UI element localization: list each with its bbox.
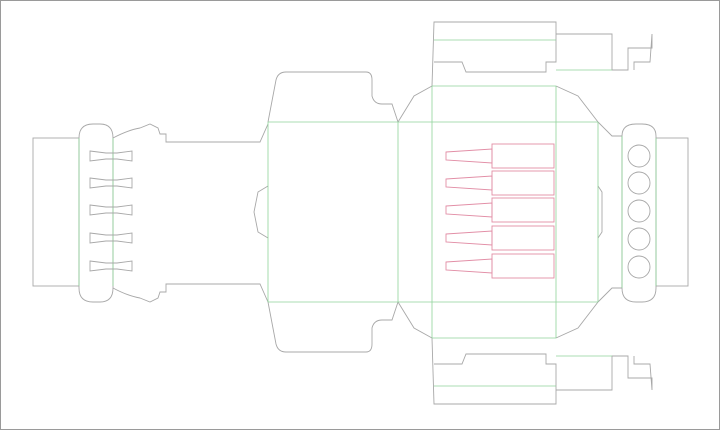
left-panel-bottom-flap xyxy=(267,301,399,353)
insert-hourglass-hole xyxy=(89,260,133,272)
cut-lines xyxy=(32,21,689,405)
round-hole xyxy=(627,255,651,279)
right-hole-panel xyxy=(621,123,657,303)
center-bottom-dust-flap xyxy=(397,301,557,405)
center-bottom-flap-right xyxy=(555,301,599,339)
center-top-dust-flap xyxy=(397,21,557,123)
insert-hourglass-hole xyxy=(89,150,133,162)
round-hole xyxy=(627,144,651,168)
bottle-neck-slot xyxy=(445,148,493,164)
bottle-neck-slot xyxy=(445,230,493,246)
round-hole xyxy=(627,227,651,251)
insert-hourglass-hole xyxy=(89,232,133,244)
bottle-body-slot xyxy=(491,225,555,251)
bottle-body-slot xyxy=(491,197,555,223)
insert-hole-group xyxy=(89,150,133,272)
round-hole xyxy=(627,199,651,223)
bottle-body-slot xyxy=(491,253,555,279)
bottom-tuck-lock xyxy=(556,355,653,391)
bottle-body-slot xyxy=(491,143,555,169)
crease-lines xyxy=(78,39,657,387)
left-panel-side-notch xyxy=(253,185,269,239)
round-hole-group xyxy=(627,144,651,279)
right-connector xyxy=(597,121,622,303)
insert-hourglass-hole xyxy=(89,204,133,216)
bottle-neck-slot xyxy=(445,258,493,274)
center-top-flap-right xyxy=(555,85,599,123)
bottle-neck-slot xyxy=(445,175,493,191)
left-panel-top-flap xyxy=(267,71,399,123)
left-connector-top xyxy=(112,123,269,143)
left-connector-bottom xyxy=(112,283,269,303)
left-end-flap xyxy=(32,137,80,287)
right-end-flap xyxy=(655,137,689,287)
bottle-body-slot xyxy=(491,170,555,196)
insert-hourglass-hole xyxy=(89,177,133,189)
top-tuck-lock xyxy=(556,33,653,71)
bottle-neck-slot xyxy=(445,202,493,218)
round-hole xyxy=(627,171,651,195)
bottle-slot-group xyxy=(445,143,555,279)
right-panel-side-notch xyxy=(597,185,603,239)
